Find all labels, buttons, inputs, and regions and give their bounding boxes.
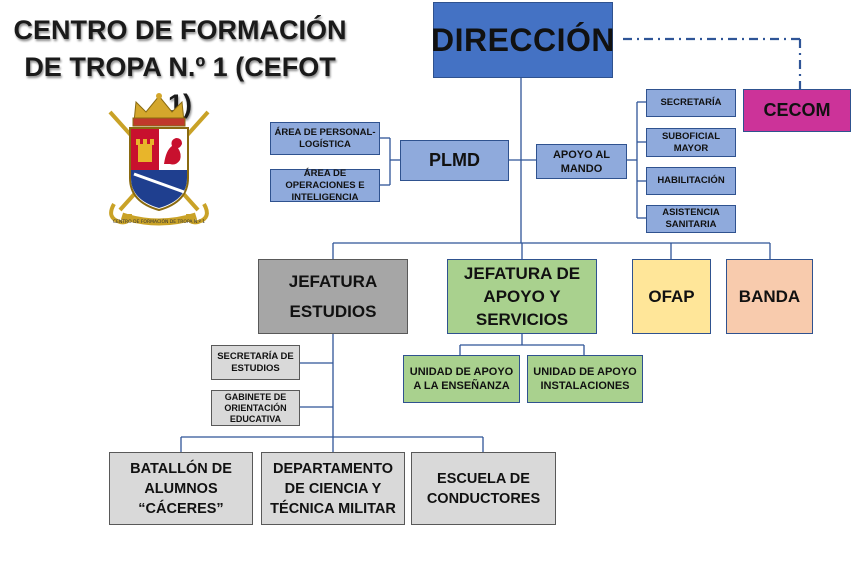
secretaria-label: SECRETARÍA (660, 97, 722, 108)
jefatura-estudios-line-2: ESTUDIOS (289, 301, 377, 321)
unidad-instalaciones-line-1: UNIDAD DE APOYO (533, 366, 637, 378)
area-personal-line-2: LOGÍSTICA (299, 138, 351, 150)
escuela-line-1: ESCUELA DE (437, 470, 530, 487)
escuela-line-2: CONDUCTORES (426, 490, 541, 507)
batallon-line-1: BATALLÓN DE (130, 460, 232, 477)
secretaria-estudios-line-1: SECRETARÍA DE (217, 350, 294, 362)
gabinete-line-1: GABINETE DE (224, 391, 287, 402)
departamento-line-2: DE CIENCIA Y (284, 480, 382, 497)
title-line-1: CENTRO DE FORMACIÓN (13, 15, 347, 45)
departamento-line-1: DEPARTAMENTO (272, 460, 394, 477)
gabinete-line-2: ORIENTACIÓN (224, 402, 287, 413)
ofap-box: OFAP (632, 259, 711, 334)
gabinete-line-3: EDUCATIVA (229, 413, 282, 424)
coat-of-arms-icon: CENTRO DE FORMACIÓN DE TROPA N.º 1 (108, 93, 210, 226)
cecom-label: CECOM (763, 100, 831, 120)
jefatura-apoyo-line-1: JEFATURA DE (463, 264, 581, 283)
departamento-box: DEPARTAMENTO DE CIENCIA Y TÉCNICA MILITA… (261, 452, 405, 525)
escuela-box: ESCUELA DE CONDUCTORES (411, 452, 556, 525)
unidad-ensenanza-line-1: UNIDAD DE APOYO (409, 366, 514, 378)
secretaria-estudios-box: SECRETARÍA DE ESTUDIOS (211, 345, 300, 380)
direccion-label: DIRECCIÓN (430, 21, 616, 58)
gabinete-box: GABINETE DE ORIENTACIÓN EDUCATIVA (211, 390, 300, 426)
departamento-line-3: TÉCNICA MILITAR (270, 500, 396, 517)
unidad-ensenanza-line-2: A LA ENSEÑANZA (413, 380, 510, 392)
unidad-instalaciones-box: UNIDAD DE APOYO INSTALACIONES (527, 355, 643, 403)
batallon-box: BATALLÓN DE ALUMNOS “CÁCERES” (109, 452, 253, 525)
ofap-label: OFAP (648, 286, 695, 306)
batallon-line-3: “CÁCERES” (138, 500, 224, 517)
jefatura-apoyo-box: JEFATURA DE APOYO Y SERVICIOS (447, 259, 597, 334)
jefatura-estudios-box: JEFATURA ESTUDIOS (258, 259, 408, 334)
apoyo-mando-box: APOYO AL MANDO (536, 144, 627, 179)
area-personal-line-1: ÁREA DE PERSONAL- (274, 126, 376, 138)
crest-ribbon-text: CENTRO DE FORMACIÓN DE TROPA N.º 1 (113, 218, 205, 225)
habilitacion-box: HABILITACIÓN (646, 167, 736, 195)
asistencia-line-1: ASISTENCIA (662, 207, 720, 218)
apoyo-mando-line-1: APOYO AL (552, 148, 611, 161)
jefatura-apoyo-line-2: APOYO Y (483, 287, 561, 306)
suboficial-line-2: MAYOR (673, 142, 709, 154)
plmd-label: PLMD (429, 150, 480, 170)
area-operaciones-line-2: INTELIGENCIA (291, 191, 359, 203)
suboficial-box: SUBOFICIAL MAYOR (646, 128, 736, 157)
title-line-2: DE TROPA N.º 1 (CEFOT 1) (24, 52, 336, 119)
habilitacion-label: HABILITACIÓN (657, 175, 725, 186)
unidad-ensenanza-box: UNIDAD DE APOYO A LA ENSEÑANZA (403, 355, 520, 403)
asistencia-line-2: SANITARIA (665, 219, 717, 230)
cecom-box: CECOM (743, 89, 851, 132)
secretaria-box: SECRETARÍA (646, 89, 736, 117)
page-title: CENTRO DE FORMACIÓN DE TROPA N.º 1 (CEFO… (10, 12, 350, 123)
area-operaciones-box: ÁREA DE OPERACIONES E INTELIGENCIA (270, 167, 380, 203)
unidad-instalaciones-line-2: INSTALACIONES (540, 380, 630, 392)
direccion-box: DIRECCIÓN (430, 2, 616, 78)
plmd-box: PLMD (400, 140, 509, 181)
jefatura-apoyo-line-3: SERVICIOS (475, 310, 569, 329)
secretaria-estudios-line-2: ESTUDIOS (231, 362, 280, 374)
area-operaciones-line-1: ÁREA DE OPERACIONES E (285, 167, 365, 191)
suboficial-line-1: SUBOFICIAL (661, 130, 721, 142)
apoyo-mando-line-2: MANDO (560, 162, 603, 175)
jefatura-estudios-line-1: JEFATURA (288, 271, 378, 291)
batallon-line-2: ALUMNOS (144, 480, 218, 497)
banda-label: BANDA (738, 286, 801, 306)
area-personal-box: ÁREA DE PERSONAL- LOGÍSTICA (270, 122, 380, 155)
banda-box: BANDA (726, 259, 813, 334)
asistencia-box: ASISTENCIA SANITARIA (646, 205, 736, 233)
